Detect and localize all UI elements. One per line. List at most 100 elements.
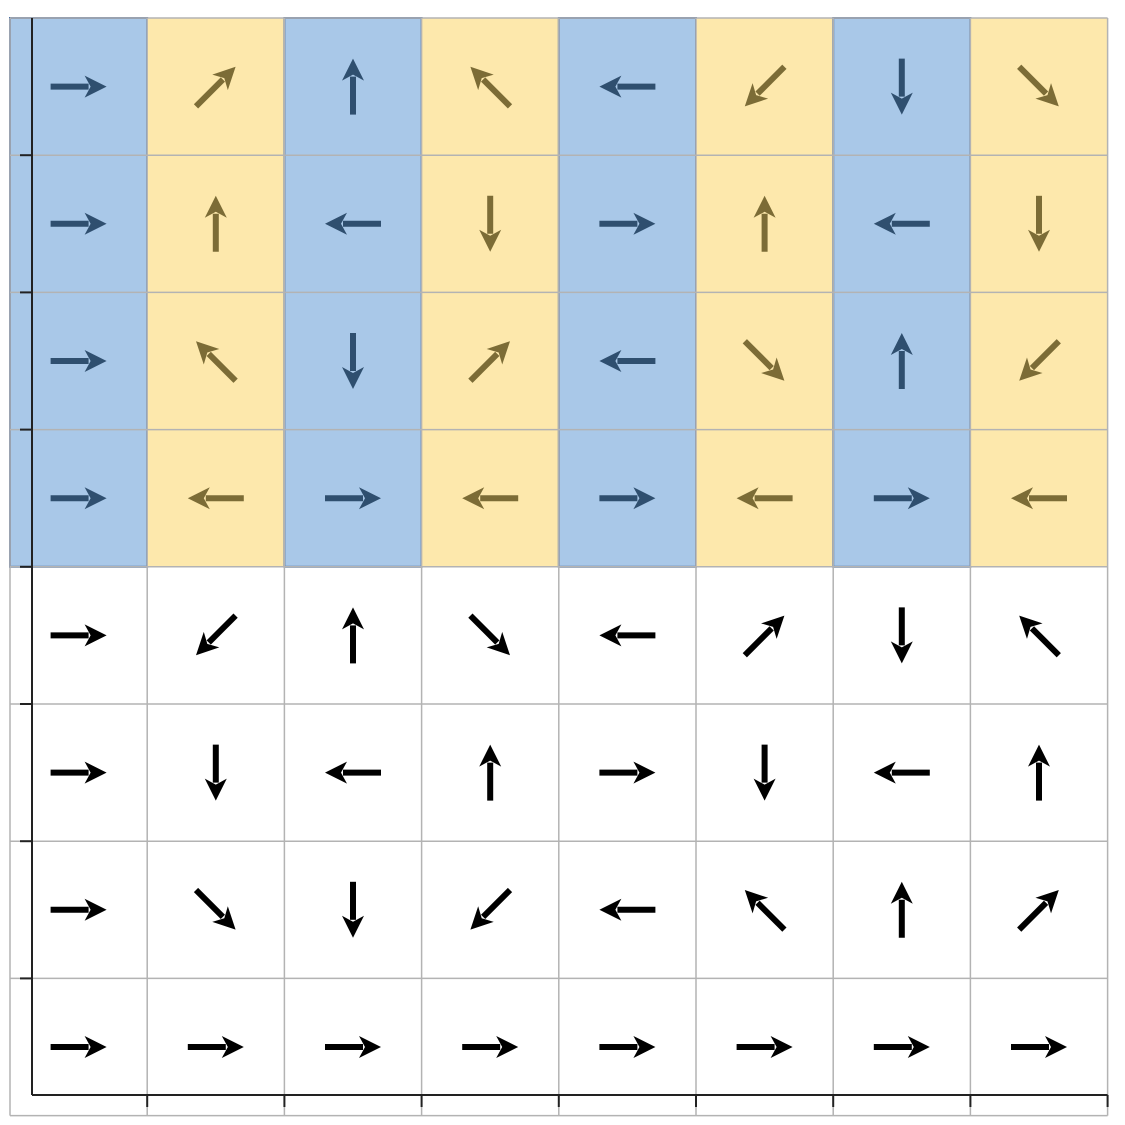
- arrow-sw-r7c4: [470, 887, 513, 930]
- arrow-head: [84, 898, 107, 921]
- arrow-e-r4c5: [599, 487, 656, 510]
- arrow-e-r8c5: [599, 1036, 656, 1058]
- arrow-ne-r7c8: [1017, 890, 1059, 932]
- arrow-shaft: [193, 887, 225, 919]
- arrow-head: [479, 744, 502, 767]
- arrow-head: [342, 367, 364, 389]
- arrow-e-r2c5: [599, 212, 656, 235]
- arrow-e-r8c2: [187, 1036, 244, 1058]
- arrow-head: [496, 1036, 519, 1058]
- arrow-e-r8c8: [1011, 1036, 1067, 1058]
- arrow-head: [84, 624, 107, 647]
- arrow-nw-r7c6: [744, 890, 787, 932]
- arrow-head: [1011, 487, 1033, 510]
- arrow-shaft: [1017, 900, 1049, 932]
- arrow-head: [342, 915, 364, 938]
- arrow-shaft: [206, 613, 238, 645]
- arrow-n-r5c3: [342, 607, 364, 664]
- arrow-head: [736, 487, 759, 510]
- arrow-e-r8c6: [736, 1036, 793, 1058]
- arrow-w-r1c5: [599, 75, 656, 98]
- arrow-head: [599, 624, 622, 647]
- arrow-shaft: [206, 351, 238, 383]
- arrow-head: [633, 487, 656, 510]
- arrow-shaft: [742, 626, 774, 658]
- arrow-w-r4c2: [187, 487, 244, 510]
- arrow-n-r7c7: [890, 881, 913, 938]
- arrow-shaft: [481, 77, 513, 109]
- arrow-e-r4c7: [873, 487, 930, 510]
- arrow-shaft: [468, 613, 500, 645]
- arrow-head: [84, 1036, 107, 1058]
- arrow-head: [84, 487, 107, 510]
- arrow-se-r5c4: [468, 613, 510, 656]
- arrow-n-r6c8: [1028, 744, 1050, 801]
- arrow-head: [84, 350, 107, 372]
- arrow-s-r7c3: [342, 881, 364, 938]
- arrow-shaft: [1029, 626, 1061, 658]
- arrow-head: [204, 778, 227, 801]
- arrow-field: [50, 58, 1067, 1058]
- arrow-ne-r5c6: [742, 615, 785, 658]
- arrow-head: [599, 350, 622, 372]
- arrow-head: [873, 212, 896, 235]
- arrow-head: [84, 75, 107, 98]
- arrow-head: [1045, 1036, 1067, 1058]
- arrow-w-r2c3: [325, 212, 381, 235]
- arrow-nw-r5c8: [1019, 615, 1061, 658]
- arrow-head: [84, 761, 107, 784]
- arrow-head: [84, 212, 107, 235]
- arrow-head: [187, 487, 210, 510]
- arrow-n-r3c7: [890, 333, 913, 389]
- arrow-w-r4c6: [736, 487, 793, 510]
- arrow-head: [325, 212, 347, 235]
- arrow-shaft: [193, 77, 225, 109]
- arrow-head: [599, 75, 622, 98]
- arrow-w-r7c5: [599, 898, 656, 921]
- arrow-head: [770, 1036, 793, 1058]
- arrow-head: [633, 761, 656, 784]
- arrow-head: [890, 333, 913, 355]
- arrow-head: [221, 1036, 244, 1058]
- arrow-head: [753, 778, 776, 801]
- arrow-head: [1028, 744, 1050, 767]
- arrow-w-r6c7: [873, 761, 930, 784]
- arrow-e-r8c3: [325, 1036, 381, 1058]
- arrow-shaft: [1017, 64, 1049, 96]
- arrow-e-r1c1: [50, 75, 107, 98]
- arrow-e-r4c3: [325, 487, 381, 510]
- arrow-n-r1c3: [342, 58, 364, 115]
- arrow-head: [599, 898, 622, 921]
- arrow-e-r8c7: [873, 1036, 930, 1058]
- arrow-head: [744, 890, 769, 914]
- arrow-n-r2c6: [753, 195, 776, 252]
- arrow-head: [907, 1036, 930, 1058]
- arrow-e-r7c1: [50, 898, 107, 921]
- arrow-w-r4c8: [1011, 487, 1067, 510]
- arrow-w-r4c4: [462, 487, 519, 510]
- arrow-head: [359, 487, 381, 510]
- arrow-head: [890, 881, 913, 904]
- arrow-head: [479, 229, 502, 252]
- arrow-head: [761, 615, 785, 639]
- arrow-head: [325, 761, 347, 784]
- arrow-e-r8c1: [50, 1036, 107, 1058]
- arrow-shaft: [481, 887, 513, 919]
- arrow-s-r6c6: [753, 744, 776, 801]
- arrow-head: [907, 487, 930, 510]
- arrow-head: [1028, 229, 1050, 252]
- arrow-head: [633, 1036, 656, 1058]
- arrow-w-r5c5: [599, 624, 656, 647]
- arrow-s-r3c3: [342, 333, 364, 389]
- arrow-head: [342, 58, 364, 81]
- arrow-e-r2c1: [50, 212, 107, 235]
- grid-lines: [9, 17, 1109, 1117]
- axes: [20, 18, 1109, 1107]
- arrow-s-r2c4: [479, 195, 502, 252]
- arrow-shaft: [755, 64, 787, 96]
- arrow-head: [359, 1036, 381, 1058]
- arrow-sw-r5c2: [196, 613, 238, 656]
- arrow-shaft: [755, 900, 787, 932]
- arrow-e-r6c1: [50, 761, 107, 784]
